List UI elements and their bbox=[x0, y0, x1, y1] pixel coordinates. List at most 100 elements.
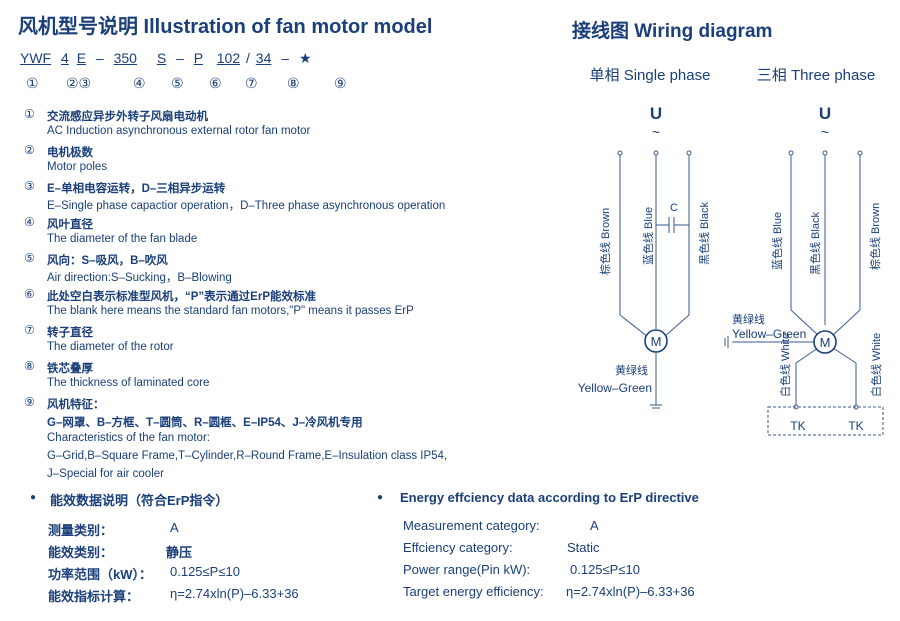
capacitor-label: C bbox=[670, 202, 678, 214]
three-ground-en: Yellow–Green bbox=[732, 327, 806, 341]
item-number: ④ bbox=[24, 215, 35, 229]
single-terminals bbox=[617, 150, 692, 156]
code-ywf: YWF bbox=[20, 50, 52, 66]
three-white-right: 白色线 White bbox=[869, 333, 883, 397]
model-code: YWF 4 E – 350 S – P 102 / 34 – ★ bbox=[20, 50, 312, 67]
item-features-cn: G–网罩、B–方框、T–圆筒、R–圆框、E–IP54、J–冷风机专用 bbox=[47, 417, 363, 429]
single-motor-symbol bbox=[644, 329, 668, 353]
single-ground-en: Yellow–Green bbox=[578, 381, 652, 395]
three-white-left: 白色线 White bbox=[778, 333, 792, 397]
item-number: ⑨ bbox=[24, 395, 35, 409]
item-cn: 铁芯叠厚 bbox=[47, 363, 93, 375]
code-dash-1: – bbox=[95, 50, 104, 66]
item-en: Characteristics of the fan motor: bbox=[47, 432, 210, 444]
erp-cn-value: 0.125≤P≤10 bbox=[170, 564, 240, 579]
three-u-label: U bbox=[819, 104, 831, 123]
item-en: J–Special for air cooler bbox=[47, 468, 164, 480]
erp-cn-label: 能效类别： bbox=[48, 545, 114, 560]
erp-en-label: Effciency category: bbox=[403, 540, 513, 555]
code-feature: ★ bbox=[298, 50, 312, 66]
item-cn: 风叶直径 bbox=[47, 219, 93, 231]
code-number-8: ⑧ bbox=[287, 75, 300, 91]
wiring-title: 接线图 Wiring diagram bbox=[572, 21, 773, 42]
item-number: ⑦ bbox=[24, 323, 35, 337]
item-en: The thickness of laminated core bbox=[47, 377, 210, 389]
single-u-label: U bbox=[650, 104, 662, 123]
item-cn: 风机特征： bbox=[47, 399, 105, 411]
single-tilde: ~ bbox=[652, 124, 660, 140]
wiring-diagram: 单相 Single phase U ~ C 棕色线 Brown 蓝色线 Blue… bbox=[578, 67, 884, 436]
code-type: E bbox=[76, 50, 87, 66]
three-motor-symbol bbox=[813, 330, 837, 354]
erp-en-value: Static bbox=[567, 540, 600, 555]
item-en: E–Single phase capactior operation，D–Thr… bbox=[47, 200, 446, 212]
erp-en-value: 0.125≤P≤10 bbox=[570, 562, 640, 577]
erp-cn-value: η=2.74xln(P)–6.33+36 bbox=[170, 586, 299, 601]
item-cn: 风向：S–吸风，B–吹风 bbox=[47, 255, 168, 267]
erp-cn-value: A bbox=[170, 520, 179, 535]
item-cn: 转子直径 bbox=[47, 327, 93, 339]
bullet-icon: ● bbox=[30, 492, 37, 503]
item-number: ③ bbox=[24, 179, 35, 193]
thermal-protector-box bbox=[767, 406, 884, 436]
item-number: ⑧ bbox=[24, 359, 35, 373]
item-en: Air direction:S–Sucking，B–Blowing bbox=[47, 272, 232, 284]
three-wire-black: 黑色线 Black bbox=[808, 212, 822, 275]
code-number-1: ① bbox=[26, 75, 39, 91]
three-tilde: ~ bbox=[821, 124, 829, 140]
erp-en-label: Power range(Pin kW): bbox=[403, 562, 531, 577]
three-wire-brown: 棕色线 Brown bbox=[868, 203, 882, 270]
code-dash-3: – bbox=[281, 50, 290, 66]
item-number: ① bbox=[24, 107, 35, 121]
code-number-5: ⑤ bbox=[171, 75, 184, 91]
item-en: The diameter of the rotor bbox=[47, 341, 174, 353]
item-cn: 此处空白表示标准型风机，“P”表示通过ErP能效标准 bbox=[47, 291, 316, 303]
code-number-4: ④ bbox=[133, 75, 146, 91]
single-motor-label: M bbox=[651, 334, 662, 349]
single-phase-title: 单相 Single phase bbox=[590, 67, 711, 84]
code-number-6: ⑥ bbox=[209, 75, 222, 91]
item-cn: E–单相电容运转，D–三相异步运转 bbox=[47, 183, 226, 195]
code-rotor: 102 bbox=[216, 50, 241, 66]
code-core: 34 bbox=[255, 50, 272, 66]
erp-en-label: Target energy efficiency: bbox=[403, 584, 544, 599]
item-number: ⑥ bbox=[24, 287, 35, 301]
model-title: 风机型号说明 Illustration of fan motor model bbox=[18, 16, 433, 38]
three-motor-label: M bbox=[820, 335, 831, 350]
three-wire-blue: 蓝色线 Blue bbox=[770, 212, 784, 270]
three-phase-title: 三相 Three phase bbox=[757, 67, 875, 84]
erp-en-value: η=2.74xln(P)–6.33+36 bbox=[566, 584, 695, 599]
code-direction: S bbox=[156, 50, 167, 66]
code-poles: 4 bbox=[61, 50, 69, 66]
item-en: G–Grid,B–Square Frame,T–Cylinder,R–Round… bbox=[47, 450, 448, 462]
bullet-icon: ● bbox=[377, 492, 384, 503]
item-number: ⑤ bbox=[24, 251, 35, 265]
code-number-9: ⑨ bbox=[334, 75, 347, 91]
single-wire-brown: 棕色线 Brown bbox=[598, 208, 612, 275]
code-number-7: ⑦ bbox=[245, 75, 258, 91]
tk-right-label: TK bbox=[848, 419, 863, 433]
tk-left-label: TK bbox=[790, 419, 805, 433]
erp-cn-label: 功率范围（kW）： bbox=[48, 567, 153, 582]
erp-en-title: Energy effciency data according to ErP d… bbox=[400, 490, 699, 505]
erp-en-label: Measurement category: bbox=[403, 518, 540, 533]
item-number: ② bbox=[24, 143, 35, 157]
code-erp: P bbox=[193, 50, 203, 66]
three-ground-cn: 黄绿线 bbox=[732, 312, 765, 326]
item-cn: 交流感应异步外转子风扇电动机 bbox=[47, 111, 208, 123]
code-blade: 350 bbox=[113, 50, 137, 66]
single-ground-cn: 黄绿线 bbox=[615, 363, 648, 377]
item-en: Motor poles bbox=[47, 161, 108, 173]
three-terminals bbox=[788, 150, 863, 410]
single-wires bbox=[619, 153, 690, 409]
item-en: The blank here means the standard fan mo… bbox=[47, 305, 414, 317]
erp-cn-value: 静压 bbox=[166, 545, 193, 560]
item-cn: 电机极数 bbox=[47, 147, 93, 159]
erp-en-value: A bbox=[590, 518, 599, 533]
erp-cn-label: 测量类别： bbox=[48, 523, 114, 538]
item-en: AC Induction asynchronous external rotor… bbox=[47, 125, 311, 137]
item-en: The diameter of the fan blade bbox=[47, 233, 198, 245]
single-wire-black: 黑色线 Black bbox=[697, 202, 711, 265]
erp-cn-label: 能效指标计算： bbox=[48, 589, 140, 604]
erp-cn-title: 能效数据说明（符合ErP指令） bbox=[50, 493, 229, 508]
